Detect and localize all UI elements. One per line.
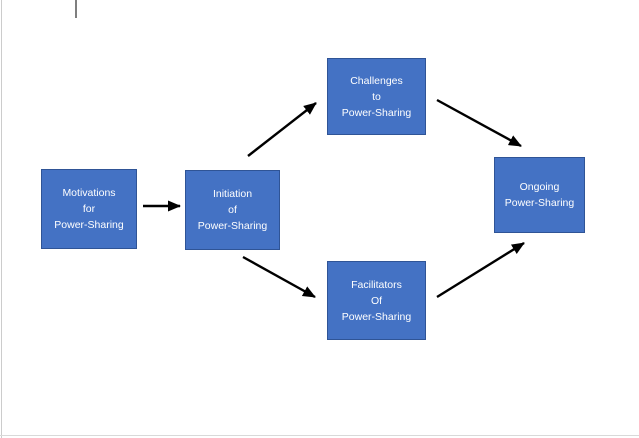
edge-initiation-to-facilitators[interactable] bbox=[242, 255, 316, 299]
node-motivations[interactable]: Motivations for Power-Sharing bbox=[41, 169, 137, 249]
page-edge-left bbox=[1, 0, 2, 438]
node-challenges-label: Challenges to Power-Sharing bbox=[341, 74, 412, 119]
node-initiation-label: Initiation of Power-Sharing bbox=[197, 188, 268, 232]
node-facilitators[interactable]: Facilitators Of Power-Sharing bbox=[327, 261, 426, 340]
node-ongoing-label: Ongoing Power-Sharing bbox=[504, 181, 575, 209]
edge-initiation-to-challenges[interactable] bbox=[247, 102, 317, 157]
edge-challenges-to-ongoing[interactable] bbox=[436, 98, 522, 148]
page-edge-bottom bbox=[0, 435, 639, 436]
node-ongoing[interactable]: Ongoing Power-Sharing bbox=[494, 157, 585, 233]
edge-facilitators-to-ongoing[interactable] bbox=[436, 241, 525, 299]
node-motivations-label: Motivations for Power-Sharing bbox=[54, 187, 124, 231]
text-cursor bbox=[75, 0, 77, 18]
node-challenges[interactable]: Challenges to Power-Sharing bbox=[327, 58, 426, 135]
node-initiation[interactable]: Initiation of Power-Sharing bbox=[185, 170, 280, 250]
node-facilitators-label: Facilitators Of Power-Sharing bbox=[341, 278, 412, 323]
